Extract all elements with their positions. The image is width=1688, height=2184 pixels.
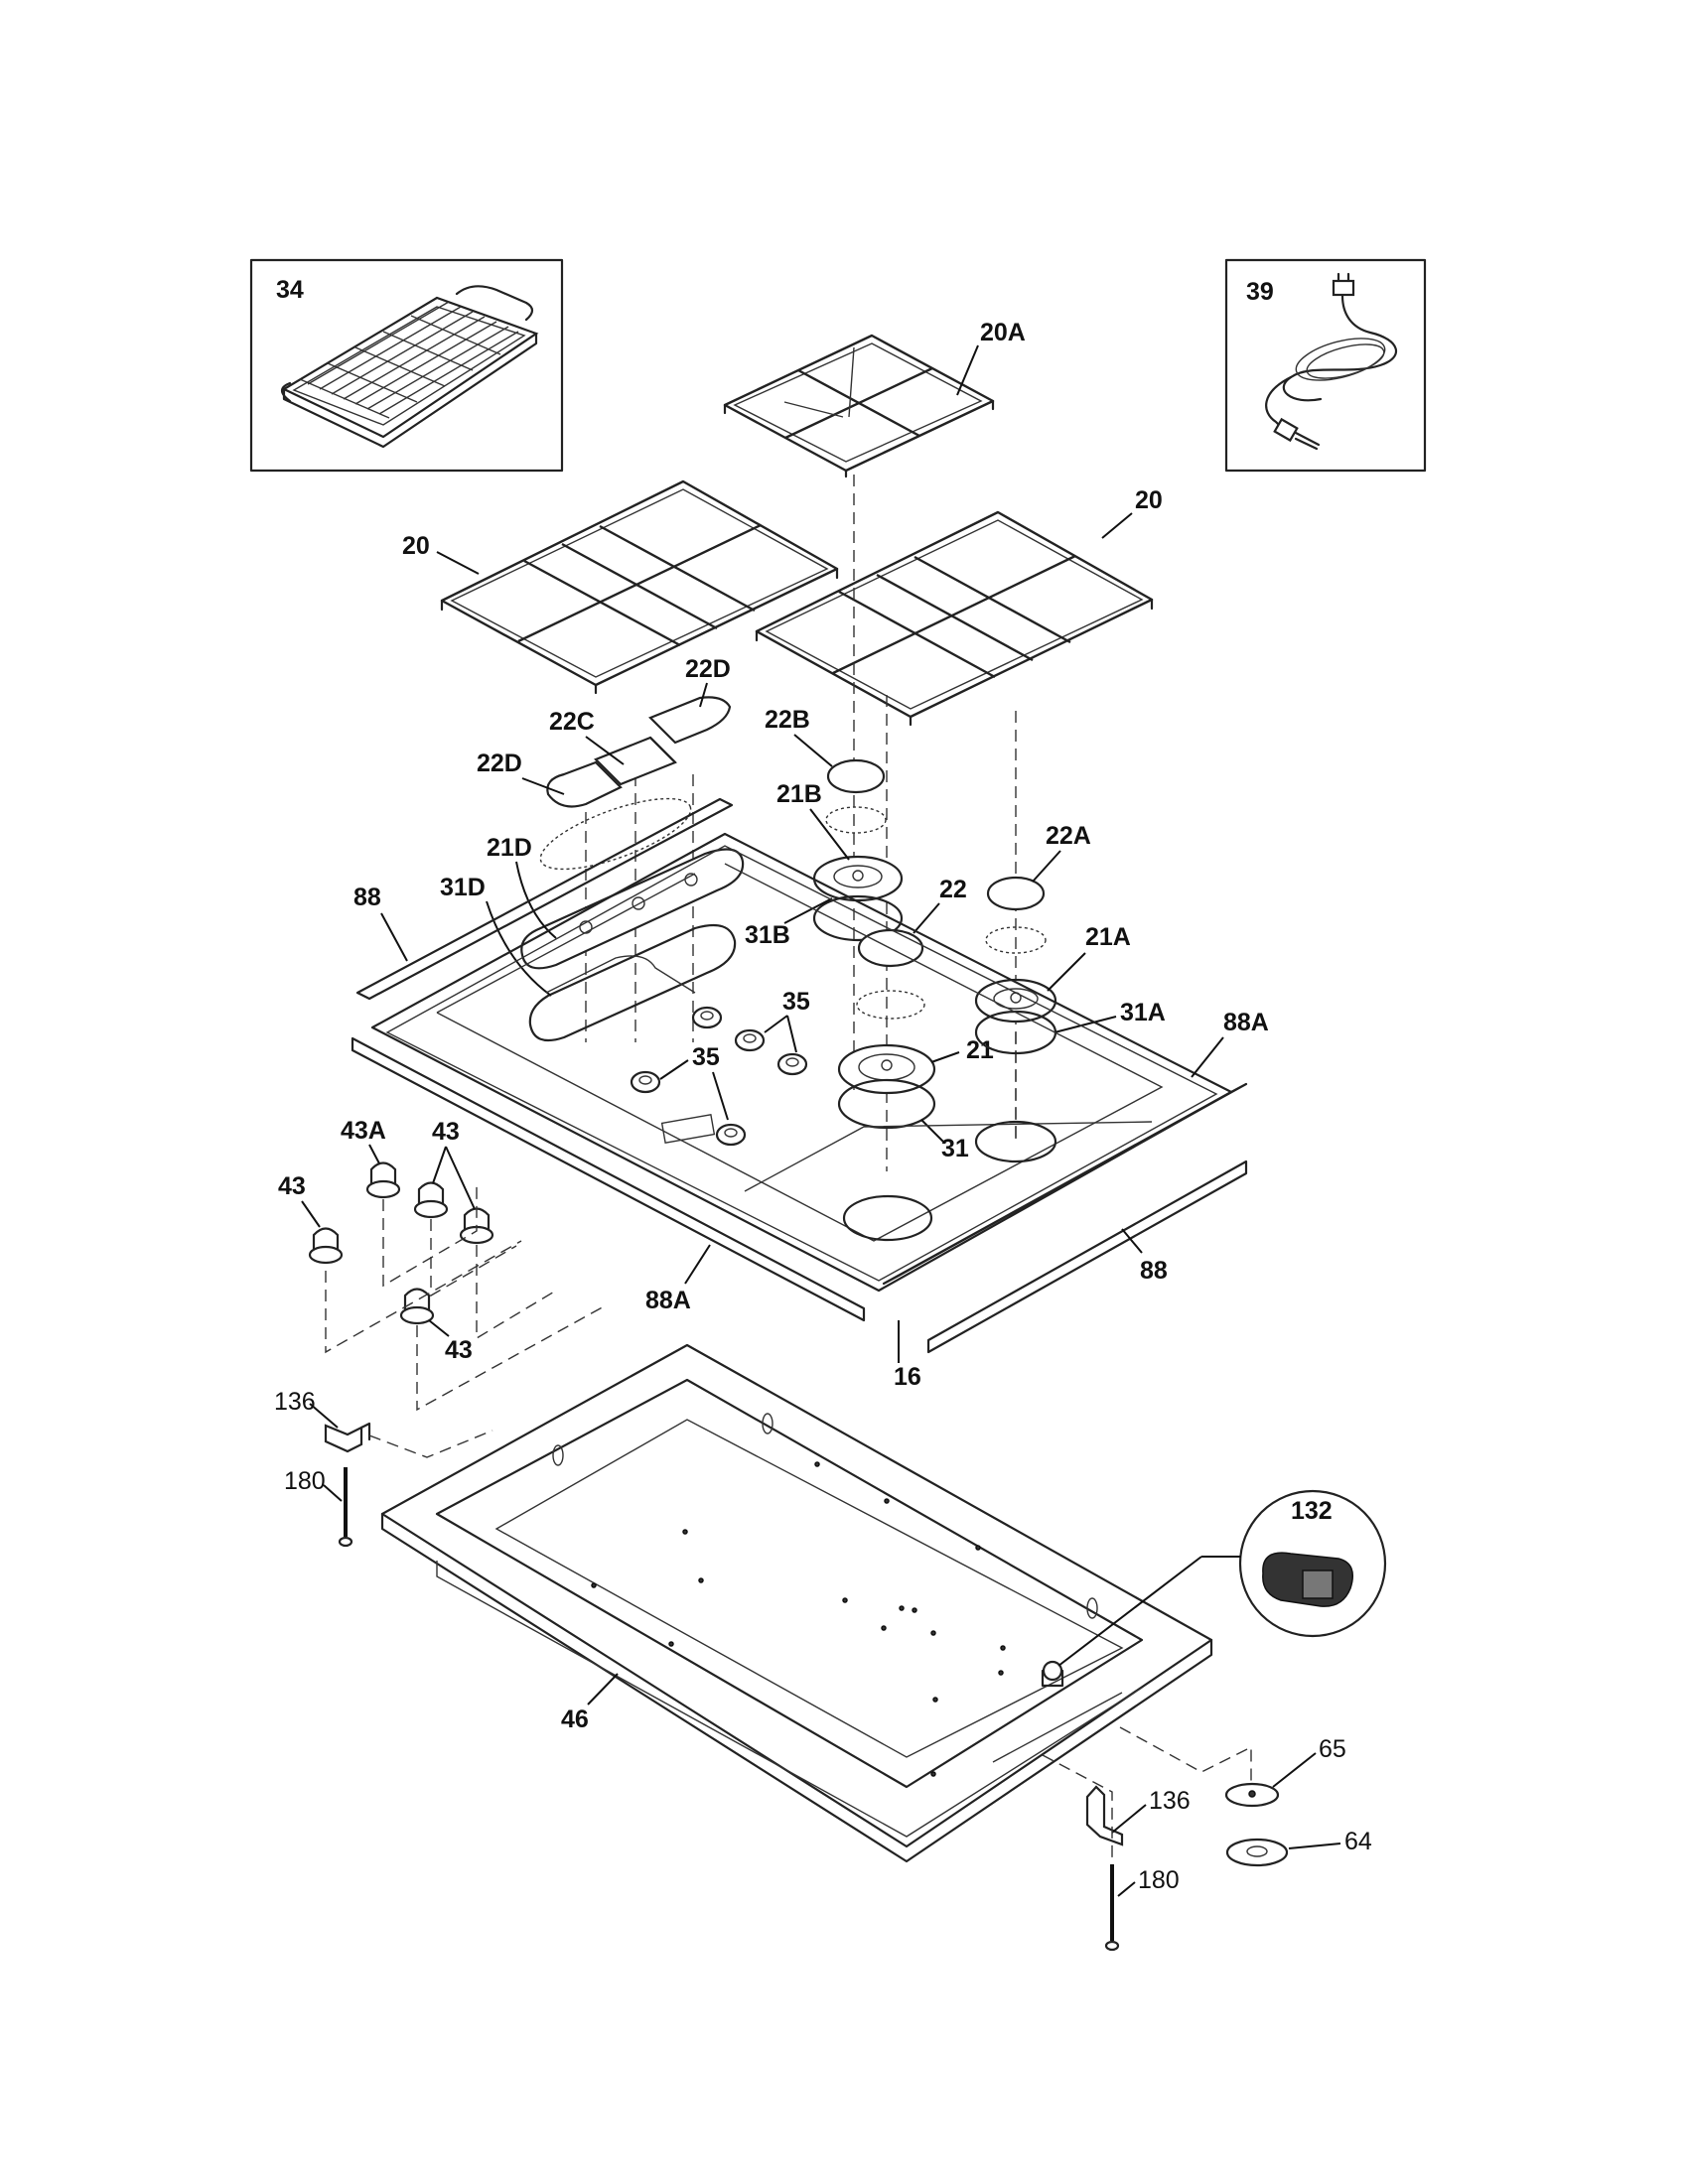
- part-43a-knob[interactable]: [365, 1161, 401, 1199]
- part-132-detail-callout[interactable]: 132: [1057, 1489, 1387, 1667]
- label-35-mid: 35: [692, 1043, 720, 1071]
- part-31d-griddle-gasket[interactable]: [528, 923, 737, 1042]
- label-65: 65: [1319, 1735, 1346, 1763]
- label-31: 31: [941, 1135, 969, 1162]
- label-20-left: 20: [402, 532, 430, 560]
- label-20-right: 20: [1135, 486, 1163, 514]
- label-180-right: 180: [1138, 1866, 1180, 1894]
- part-21-burner-head[interactable]: [837, 1043, 936, 1095]
- part-43-knob-pair[interactable]: [413, 1181, 494, 1245]
- label-34: 34: [276, 276, 304, 304]
- part-31-gasket[interactable]: [837, 1078, 936, 1130]
- part-20a-single-grate[interactable]: 20A: [723, 319, 1026, 478]
- label-22a: 22A: [1046, 822, 1091, 850]
- label-46: 46: [561, 1706, 589, 1733]
- label-180-left: 180: [284, 1467, 326, 1495]
- label-22d-top: 22D: [685, 655, 731, 683]
- label-22d-left: 22D: [477, 750, 522, 777]
- label-136-right: 136: [1149, 1787, 1191, 1815]
- label-22: 22: [939, 876, 967, 903]
- label-31b: 31B: [745, 921, 790, 949]
- label-21b: 21B: [776, 780, 822, 808]
- label-43-pair: 43: [432, 1118, 460, 1146]
- part-34-griddle-inset[interactable]: 34: [249, 258, 564, 473]
- part-65-washer[interactable]: [1224, 1782, 1280, 1808]
- part-43-knob-bottom[interactable]: [399, 1288, 435, 1325]
- label-64: 64: [1344, 1828, 1372, 1855]
- part-136-bracket-right[interactable]: [1085, 1785, 1124, 1846]
- label-43a: 43A: [341, 1117, 386, 1145]
- burner-spreader-ring-21b: [825, 806, 887, 834]
- label-43-left: 43: [278, 1172, 306, 1200]
- griddle-ridges: [299, 301, 519, 419]
- label-88-bottom: 88: [1140, 1257, 1168, 1285]
- label-21d: 21D: [487, 834, 532, 862]
- part-21a-burner-head[interactable]: [974, 978, 1057, 1024]
- label-132: 132: [1291, 1497, 1333, 1525]
- griddle-burner-gray-ring: [539, 797, 692, 871]
- label-20a: 20A: [980, 319, 1026, 346]
- burner-spreader-ring-21: [856, 990, 925, 1020]
- part-46-burner-box[interactable]: [380, 1343, 1213, 1863]
- part-35-grommets[interactable]: [630, 1006, 808, 1147]
- label-88a-right: 88A: [1223, 1009, 1269, 1036]
- part-20-left-double-grate[interactable]: 20: [402, 479, 839, 695]
- part-136-bracket-left[interactable]: [324, 1422, 371, 1453]
- mounting-holes: [591, 1461, 1006, 1777]
- burner-spreader-ring-21a: [985, 926, 1047, 954]
- label-136-left: 136: [274, 1388, 316, 1416]
- part-39-power-cord-inset[interactable]: 39: [1224, 258, 1427, 473]
- part-43-knob-left[interactable]: [308, 1227, 344, 1265]
- part-180-screw-left[interactable]: [338, 1467, 353, 1548]
- label-35-top: 35: [782, 988, 810, 1016]
- part-22a-burner-cap[interactable]: [986, 876, 1046, 911]
- label-16: 16: [894, 1363, 921, 1391]
- label-21a: 21A: [1085, 923, 1131, 951]
- part-20-right-double-grate[interactable]: 20: [755, 486, 1163, 727]
- label-39: 39: [1246, 278, 1274, 306]
- part-31b-gasket[interactable]: [812, 894, 904, 942]
- label-22b: 22B: [765, 706, 810, 734]
- label-43-bottom: 43: [445, 1336, 473, 1364]
- label-31d: 31D: [440, 874, 486, 901]
- knob-dashed-leaders: [325, 1181, 607, 1412]
- label-88-left: 88: [353, 884, 381, 911]
- part-22b-burner-cap[interactable]: [826, 758, 886, 794]
- label-22c: 22C: [549, 708, 595, 736]
- part-180-screw-right[interactable]: [1104, 1864, 1120, 1952]
- part-22d-22c-griddle-burner-cover[interactable]: [546, 696, 732, 808]
- label-31a: 31A: [1120, 999, 1166, 1026]
- part-21d-griddle-burner-head[interactable]: [520, 848, 745, 970]
- part-88-88a-trim-strips[interactable]: [351, 797, 1248, 1354]
- label-88a-bottom: 88A: [645, 1287, 691, 1314]
- part-64-washer[interactable]: [1225, 1838, 1289, 1867]
- part-21b-burner-head[interactable]: [812, 855, 904, 902]
